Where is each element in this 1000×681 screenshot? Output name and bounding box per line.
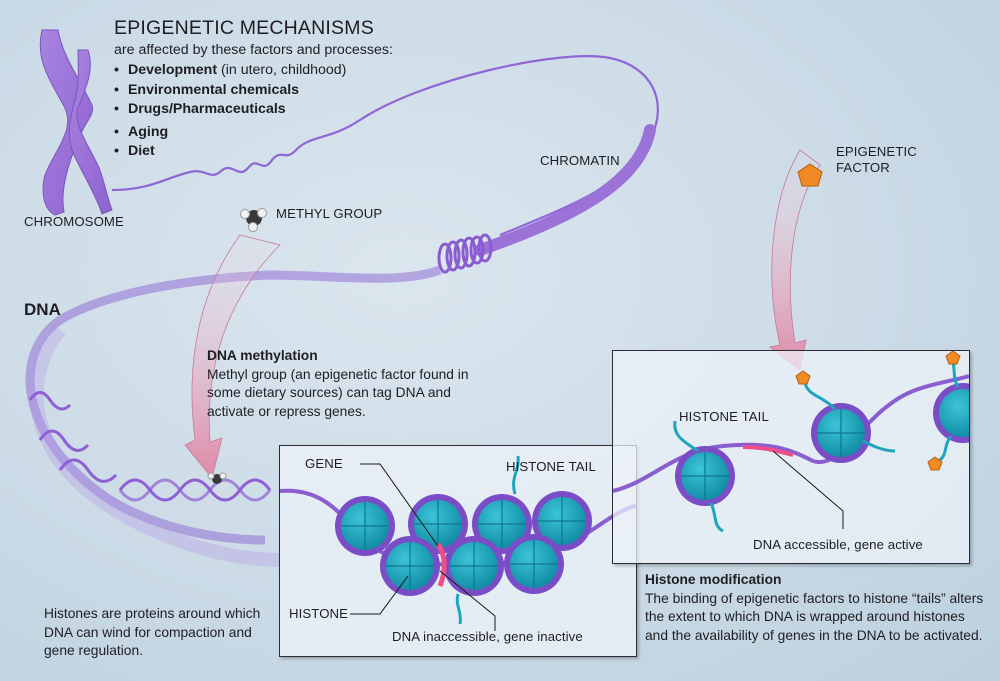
histone-tail	[455, 593, 462, 625]
dna-methylation-body: Methyl group (an epigenetic factor found…	[207, 366, 469, 419]
dna-methylation-heading: DNA methylation	[207, 348, 318, 363]
bound-epigenetic-factor-icon	[945, 350, 961, 365]
histone-tail	[951, 360, 960, 388]
inactive-panel-art	[279, 455, 637, 631]
factor-item: Development (in utero, childhood)	[114, 61, 346, 81]
histone-tail	[937, 435, 953, 463]
methyl-group-on-dna-icon	[207, 472, 227, 484]
inactive-leader-line	[439, 570, 496, 631]
histone-tail-label: HISTONE TAIL	[506, 459, 596, 474]
gene-leader-line	[360, 463, 439, 547]
chromosome-icon	[39, 29, 113, 216]
histones-note: Histones are proteins around which DNA c…	[44, 606, 261, 658]
bound-epigenetic-factor-icon	[795, 370, 811, 385]
active-chromatin-panel: HISTONE TAIL DNA accessible, gene active	[612, 350, 993, 564]
factor-item: Environmental chemicals	[114, 81, 346, 101]
histone-tail	[512, 455, 520, 495]
histone-tail	[862, 439, 896, 453]
page-subtitle: are affected by these factors and proces…	[114, 42, 393, 58]
histone-cluster	[335, 491, 592, 596]
histone-modification-body: The binding of epigenetic factors to his…	[645, 590, 984, 643]
methyl-group-icon	[240, 208, 267, 232]
chromatin-label: CHROMATIN	[540, 153, 620, 168]
chromosome-label: CHROMOSOME	[24, 214, 124, 229]
chromatin-coil	[437, 233, 493, 274]
methyl-group-label: METHYL GROUP	[276, 206, 383, 221]
active-status-label: DNA accessible, gene active	[753, 537, 923, 552]
gene-segment	[435, 542, 447, 587]
factor-item: Diet	[114, 142, 346, 162]
epigenetic-factor-icon	[797, 163, 823, 187]
chromatin-fiber	[474, 124, 656, 256]
inactive-chromatin-panel: GENE HISTONE TAIL HISTONE DNA inaccessib…	[279, 445, 637, 657]
dna-label: DNA	[24, 300, 61, 319]
dna-strand-upper	[25, 265, 442, 545]
factor-item: Aging	[114, 123, 346, 143]
histone-modification-text: Histone modification The binding of epig…	[645, 571, 985, 645]
histone-leader-line	[350, 575, 409, 615]
methylation-arrow	[184, 234, 281, 479]
active-leader-line	[772, 450, 844, 529]
dna-methylation-text: DNA methylation Methyl group (an epigene…	[207, 347, 487, 421]
histone-tail-label-active: HISTONE TAIL	[679, 409, 769, 424]
histone-tail	[803, 382, 837, 411]
page-title: EPIGENETIC MECHANISMS	[114, 17, 374, 39]
gene-segment-active	[742, 445, 794, 457]
histone-label: HISTONE	[289, 606, 349, 621]
epigenetic-factor-label: EPIGENETIC FACTOR	[836, 144, 917, 175]
histone-modification-heading: Histone modification	[645, 572, 782, 587]
bound-epigenetic-factor-icon	[927, 456, 943, 471]
factor-item: Drugs/Pharmaceuticals	[114, 100, 346, 120]
factors-list: Development (in utero, childhood) Enviro…	[114, 61, 346, 162]
histone-tail	[709, 502, 724, 533]
dna-helix	[28, 325, 281, 567]
inactive-status-label: DNA inaccessible, gene inactive	[392, 629, 583, 644]
active-panel-art	[612, 350, 993, 533]
histone-tail	[673, 420, 699, 453]
gene-label: GENE	[305, 456, 343, 471]
